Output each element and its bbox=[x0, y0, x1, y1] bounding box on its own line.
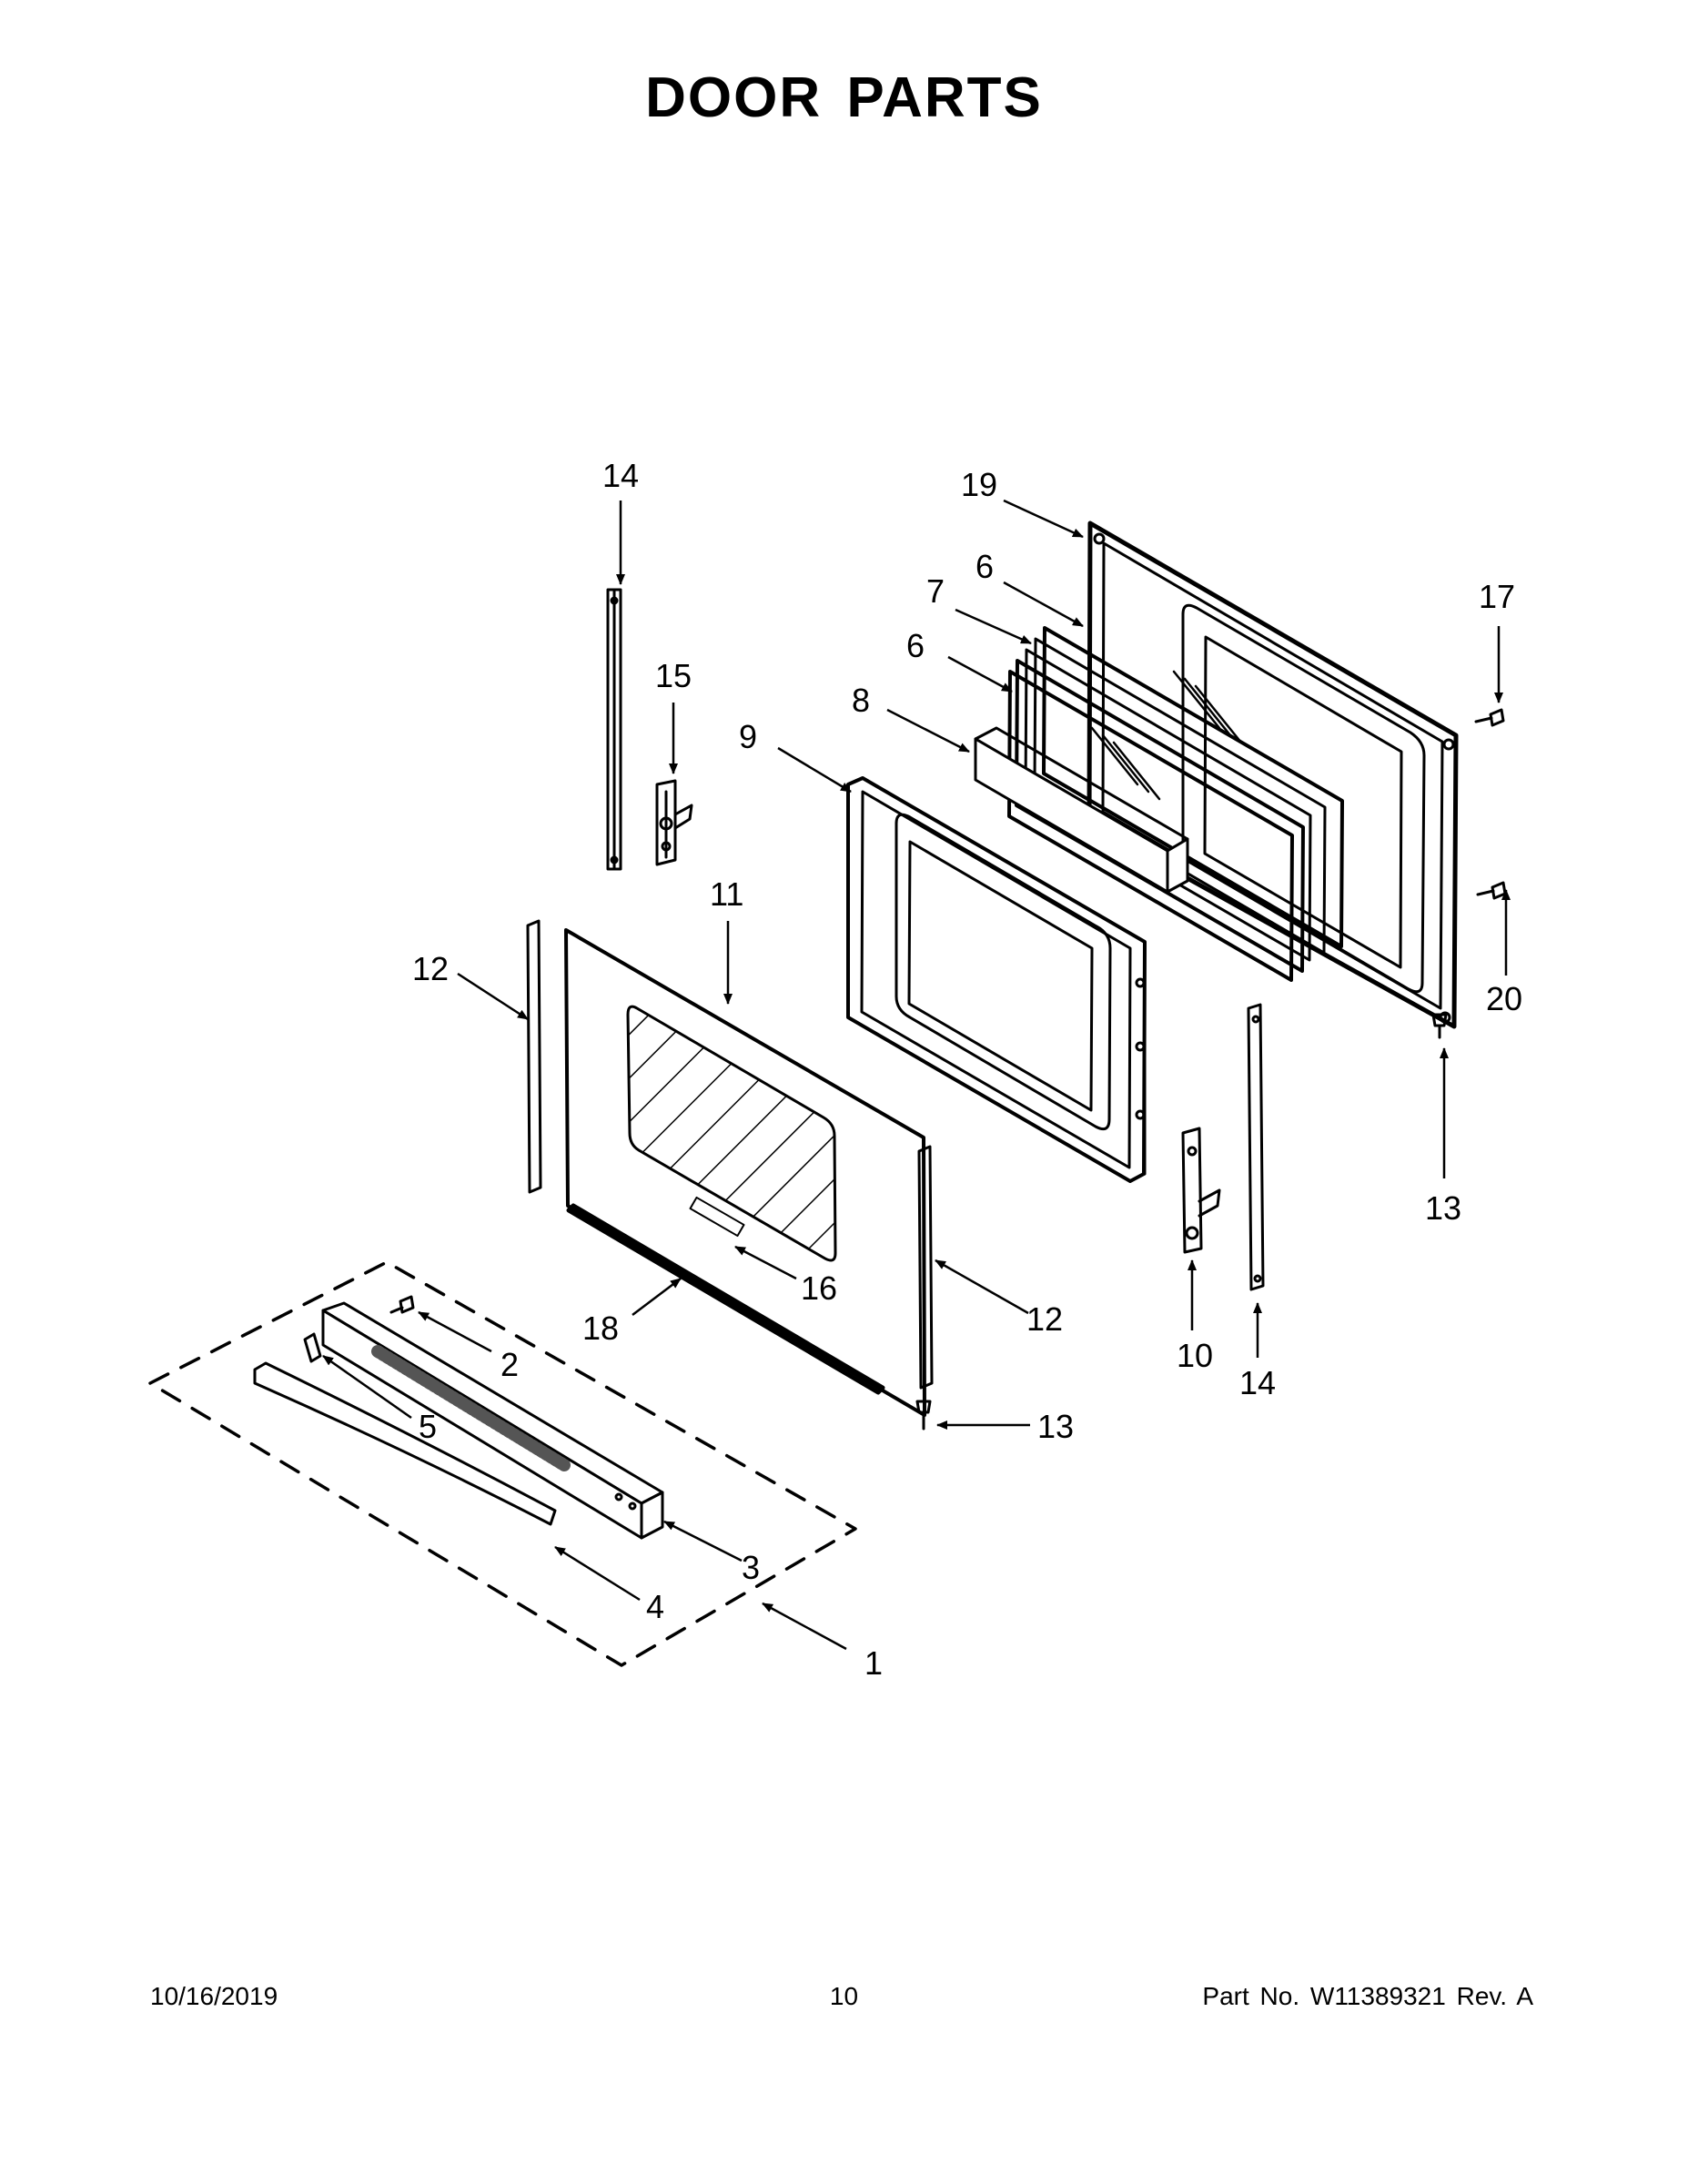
leader-1 bbox=[762, 1602, 847, 1651]
screw-center bbox=[915, 1400, 932, 1431]
callout-20: 20 bbox=[1486, 980, 1522, 1017]
callout-16: 16 bbox=[801, 1269, 837, 1307]
door-hinge-upper bbox=[655, 779, 693, 866]
door-side-trim-right bbox=[917, 1145, 934, 1390]
inner-door-panel bbox=[1087, 521, 1459, 1029]
leader-5 bbox=[322, 1354, 412, 1420]
footer-part-number: Part No. W11389321 Rev. A bbox=[1202, 1982, 1533, 2010]
glass-pack bbox=[1007, 626, 1344, 982]
footer-page-number: 10 bbox=[829, 1982, 859, 2010]
callout-14b: 14 bbox=[1239, 1364, 1276, 1401]
screw-middle-right bbox=[1476, 881, 1507, 900]
callout-7: 7 bbox=[926, 572, 945, 610]
callout-18: 18 bbox=[582, 1309, 619, 1347]
callout-8: 8 bbox=[852, 682, 870, 719]
leader-6b bbox=[947, 655, 1013, 693]
leader-18 bbox=[632, 1278, 682, 1316]
door-insulation bbox=[974, 726, 1189, 894]
leader-3 bbox=[663, 1520, 743, 1562]
callout-1: 1 bbox=[864, 1644, 883, 1682]
leader-7 bbox=[955, 608, 1032, 645]
handle-screw bbox=[389, 1295, 415, 1314]
screw-right bbox=[1431, 1013, 1448, 1039]
handle-bar bbox=[253, 1361, 557, 1526]
leader-12b bbox=[935, 1259, 1029, 1315]
callout-2: 2 bbox=[500, 1346, 519, 1383]
callout-15: 15 bbox=[655, 657, 692, 694]
leader-12a bbox=[457, 972, 529, 1021]
door-bottom-trim bbox=[566, 1203, 885, 1395]
callout-10: 10 bbox=[1177, 1337, 1213, 1374]
leader-2 bbox=[418, 1310, 492, 1353]
leader-9 bbox=[777, 746, 852, 794]
leader-8 bbox=[886, 708, 970, 753]
leader-4 bbox=[554, 1545, 641, 1602]
hinge-channel-left bbox=[606, 588, 622, 871]
footer-date: 10/16/2019 bbox=[150, 1982, 278, 2010]
callout-12b: 12 bbox=[1026, 1300, 1063, 1338]
leader-16 bbox=[734, 1245, 797, 1280]
page-title: DOOR PARTS bbox=[645, 66, 1043, 129]
door-frame bbox=[846, 776, 1147, 1183]
callout-6a: 6 bbox=[975, 548, 994, 585]
callout-6b: 6 bbox=[906, 627, 925, 664]
door-side-trim-left bbox=[526, 919, 542, 1194]
callout-5: 5 bbox=[419, 1408, 437, 1445]
callout-12a: 12 bbox=[412, 950, 449, 987]
leader-19 bbox=[1003, 499, 1084, 539]
callout-14a: 14 bbox=[602, 457, 639, 494]
hinge-channel-right bbox=[1247, 1003, 1265, 1291]
handle-assembly-outline bbox=[148, 1260, 857, 1667]
callout-3: 3 bbox=[742, 1549, 760, 1586]
callout-19: 19 bbox=[961, 466, 997, 503]
callout-17: 17 bbox=[1479, 578, 1515, 615]
callout-11: 11 bbox=[710, 875, 743, 913]
handle-end-cap bbox=[303, 1332, 322, 1363]
handle-body bbox=[321, 1301, 664, 1540]
callout-13b: 13 bbox=[1037, 1408, 1074, 1445]
door-hinge-lower bbox=[1181, 1127, 1221, 1254]
callout-9: 9 bbox=[739, 718, 757, 755]
callout-4: 4 bbox=[646, 1588, 664, 1625]
callout-13a: 13 bbox=[1425, 1189, 1461, 1227]
leader-6a bbox=[1003, 581, 1084, 628]
screw-upper-right bbox=[1474, 708, 1505, 727]
